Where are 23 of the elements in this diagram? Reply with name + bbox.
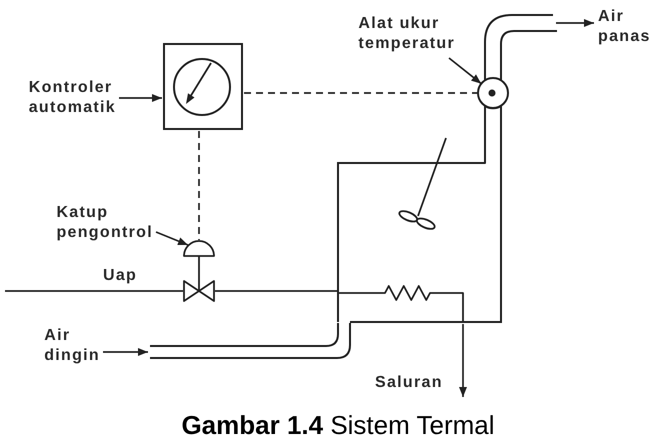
- leader-arrow: [119, 94, 162, 102]
- leader-arrow: [156, 231, 188, 246]
- controller-box: [163, 43, 243, 130]
- figure-caption: Gambar 1.4 Sistem Termal: [181, 410, 495, 440]
- sensor-label: Alat ukur temperatur: [358, 14, 455, 54]
- inlet-label: Air dingin: [44, 326, 100, 366]
- temperature-sensor: [477, 77, 509, 109]
- flow-arrow: [556, 19, 594, 27]
- signal-line: [244, 92, 478, 94]
- flow-arrow: [103, 348, 148, 356]
- controller-label: Kontroler automatik: [28, 78, 116, 118]
- steam-line: [215, 290, 337, 292]
- leader-arrow: [448, 57, 482, 84]
- drain-label: Saluran: [375, 373, 443, 393]
- valve-label: Katup pengontrol: [56, 203, 153, 243]
- outlet-label: Air panas: [598, 7, 651, 47]
- riser-pipe: [484, 105, 502, 164]
- tank: [337, 162, 503, 324]
- drain-arrow: [459, 324, 467, 397]
- steam-line: [5, 290, 183, 292]
- control-valve: [183, 241, 215, 302]
- signal-line: [198, 131, 200, 240]
- edge-label: Uap: [103, 266, 138, 286]
